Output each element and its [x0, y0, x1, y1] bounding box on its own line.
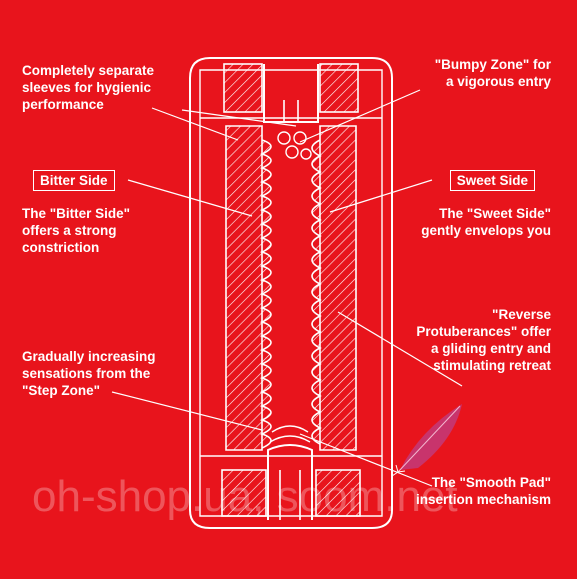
outer-casing — [189, 57, 393, 529]
leader-sweet-side — [329, 179, 433, 213]
bitter-side-title: Bitter Side — [33, 170, 115, 191]
leader-step-zone — [111, 391, 263, 431]
leader-separate-sleeves — [151, 107, 239, 141]
feather-icon — [391, 404, 462, 477]
callout-bumpy-zone: "Bumpy Zone" for a vigorous entry — [434, 57, 551, 89]
leader-lines — [111, 89, 463, 487]
leader-bumpy-zone — [299, 89, 421, 143]
bitter-side-sleeve — [225, 125, 272, 451]
sweet-side-title: Sweet Side — [449, 170, 535, 191]
callout-smooth-pad: The "Smooth Pad" insertion mechanism — [415, 475, 551, 507]
smooth-pad — [269, 425, 311, 443]
watermark: oh-shop.ua, soom.net — [32, 472, 458, 521]
leader-separate-sleeves-2 — [181, 109, 297, 127]
bumpy-zone — [277, 131, 312, 160]
leader-smooth-pad — [299, 433, 433, 487]
bottom-cap — [221, 444, 361, 520]
callout-reverse-protuberances: "Reverse Protuberances" offer a gliding … — [416, 307, 551, 373]
callout-sweet-side: The "Sweet Side" gently envelops you — [421, 206, 551, 238]
callout-separate-sleeves: Completely separate sleeves for hygienic… — [22, 63, 155, 112]
sweet-side-sleeve — [311, 125, 357, 451]
top-cap — [223, 63, 359, 123]
callout-step-zone: Gradually increasing sensations from the… — [22, 349, 156, 398]
callout-bitter-side: The "Bitter Side" offers a strong constr… — [22, 206, 131, 255]
leader-reverse-protuberances — [337, 311, 463, 387]
leader-bitter-side — [127, 179, 253, 217]
